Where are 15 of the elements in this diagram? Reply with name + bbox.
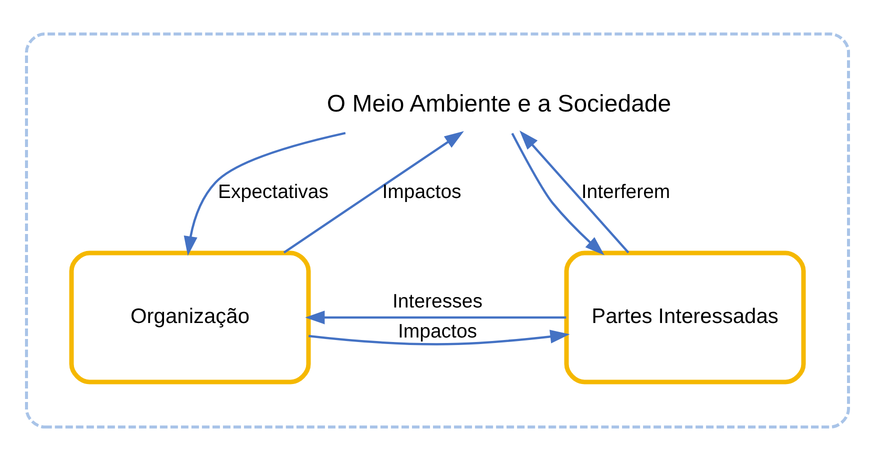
arrow: [511, 132, 604, 256]
edge-label: Interferem: [581, 181, 670, 204]
arrow: [283, 131, 464, 254]
node-box: Organização: [69, 250, 311, 384]
arrow: [308, 330, 570, 346]
edge-label: Interesses: [392, 290, 482, 313]
edge-label: Impactos: [398, 320, 478, 343]
arrow: [184, 132, 346, 256]
node-text: O Meio Ambiente e a Sociedade: [326, 90, 672, 118]
arrow: [305, 310, 566, 324]
edge-label: Impactos: [382, 181, 462, 204]
arrow: [520, 130, 630, 254]
node-box: Partes Interessadas: [564, 250, 806, 384]
edge-label: Expectativas: [218, 181, 329, 204]
cluster: [25, 32, 850, 428]
